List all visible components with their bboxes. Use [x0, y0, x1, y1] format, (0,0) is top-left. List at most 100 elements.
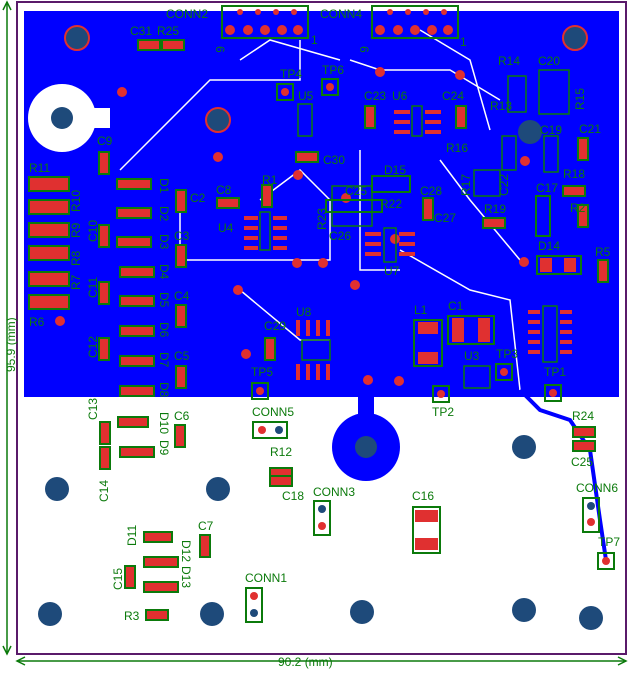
label-c23: C23 — [364, 89, 386, 103]
label-r2: R2 — [570, 201, 586, 215]
label-c26: C26 — [329, 229, 351, 243]
label-u6: U6 — [392, 89, 408, 103]
label-c29: C29 — [264, 319, 286, 333]
label-d3: D3 — [157, 234, 171, 250]
test-points — [251, 78, 615, 570]
label-r15: R15 — [573, 88, 587, 110]
label-d9: D9 — [157, 440, 171, 456]
label-tp1: TP1 — [544, 365, 566, 379]
label-c5: C5 — [174, 349, 190, 363]
label-d2: D2 — [157, 206, 171, 222]
label-r16: R16 — [446, 141, 468, 155]
two-pin-connectors — [245, 421, 600, 623]
label-r9: R9 — [69, 222, 83, 238]
label-tp4: TP4 — [280, 67, 302, 81]
small-caps — [98, 39, 609, 621]
label-c10: C10 — [86, 220, 100, 242]
label-r12: R12 — [270, 445, 292, 459]
label-c11: C11 — [86, 277, 100, 298]
diode-column — [116, 178, 155, 458]
label-r15-top: R14 — [498, 54, 520, 68]
label-c15: C15 — [111, 568, 125, 590]
label-conn5: CONN5 — [252, 405, 294, 419]
label-c21: C21 — [579, 122, 601, 136]
label-conn1: CONN1 — [245, 571, 287, 585]
label-tp2: TP2 — [432, 405, 454, 419]
label-tp6: TP6 — [322, 63, 344, 77]
label-c8: C8 — [216, 183, 232, 197]
label-r24: R24 — [572, 409, 594, 423]
traces — [119, 29, 521, 391]
label-c7: C7 — [198, 519, 214, 533]
label-c17: C17 — [536, 181, 558, 195]
label-c25-bottom: C25 — [571, 455, 593, 469]
label-d1: D1 — [157, 178, 171, 194]
label-tp5: TP5 — [251, 365, 273, 379]
label-u5: U5 — [298, 89, 314, 103]
label-conn2: CONN2 — [166, 7, 208, 21]
label-d7: D7 — [157, 352, 171, 368]
label-c4: C4 — [174, 289, 190, 303]
silkscreen-labels: CONN2 CONN4 6 1 6 1 C31 R25 C9 R11 R10 R… — [29, 7, 620, 623]
label-l1: L1 — [414, 303, 428, 317]
label-c28: C28 — [420, 184, 442, 198]
label-r6: R6 — [29, 315, 45, 329]
label-c9: C9 — [97, 134, 113, 148]
label-r13: R13 — [490, 99, 512, 113]
mounting-holes — [28, 25, 603, 630]
conn2-header — [221, 5, 309, 39]
label-r23: R23 — [315, 208, 329, 230]
left-resistor-column — [28, 176, 70, 310]
label-c30: C30 — [323, 153, 345, 167]
label-r11: R11 — [29, 161, 50, 175]
label-r17: R17 — [459, 174, 473, 196]
label-d11: D11 — [125, 525, 139, 546]
label-d8: D8 — [157, 382, 171, 398]
label-c6: C6 — [174, 409, 190, 423]
width-dimension: 90.2 (mm) — [278, 655, 333, 669]
label-conn3: CONN3 — [313, 485, 355, 499]
label-tp3: TP3 — [496, 347, 518, 361]
label-r10: R10 — [69, 190, 83, 212]
label-u3: U3 — [464, 349, 480, 363]
label-r1: R1 — [262, 173, 278, 187]
label-c16: C16 — [412, 489, 434, 503]
label-c13: C13 — [86, 398, 100, 420]
label-d4: D4 — [157, 264, 171, 280]
label-c22: C22 — [497, 174, 511, 196]
label-c14: C14 — [97, 480, 111, 502]
label-u7: U7 — [384, 264, 400, 278]
label-r25: R25 — [157, 24, 179, 38]
conn4-header — [371, 5, 459, 39]
label-r7: R7 — [69, 274, 83, 290]
large-parts — [325, 69, 582, 554]
label-c2: C2 — [190, 191, 206, 205]
label-c25: C25 — [345, 184, 367, 198]
label-r19: R19 — [484, 202, 506, 216]
ic-packages — [244, 103, 572, 380]
label-c18: C18 — [282, 489, 304, 503]
pin-mark-conn2-left: 6 — [213, 46, 227, 53]
label-c3: C3 — [174, 229, 190, 243]
height-dimension: 95.9 (mm) — [4, 317, 18, 372]
label-conn6: CONN6 — [576, 481, 618, 495]
label-u8: U8 — [296, 305, 312, 319]
label-r8: R8 — [69, 250, 83, 266]
label-d15: D15 — [384, 163, 406, 177]
label-d10: D10 — [157, 412, 171, 434]
label-c31: C31 — [130, 24, 152, 38]
label-tp7: TP7 — [598, 535, 620, 549]
label-conn4: CONN4 — [320, 7, 362, 21]
label-r3: R3 — [124, 609, 140, 623]
dimension-lines — [2, 0, 628, 666]
pin-mark-conn4-right: 1 — [460, 35, 467, 49]
label-r18: R18 — [563, 167, 585, 181]
label-c19: C19 — [540, 123, 562, 137]
label-r5: R5 — [595, 245, 611, 259]
label-d13: D13 — [179, 566, 193, 588]
label-c1: C1 — [448, 299, 464, 313]
label-c12: C12 — [86, 336, 100, 358]
label-d5: D5 — [157, 292, 171, 308]
pin-mark-conn2-right: 1 — [311, 33, 318, 47]
